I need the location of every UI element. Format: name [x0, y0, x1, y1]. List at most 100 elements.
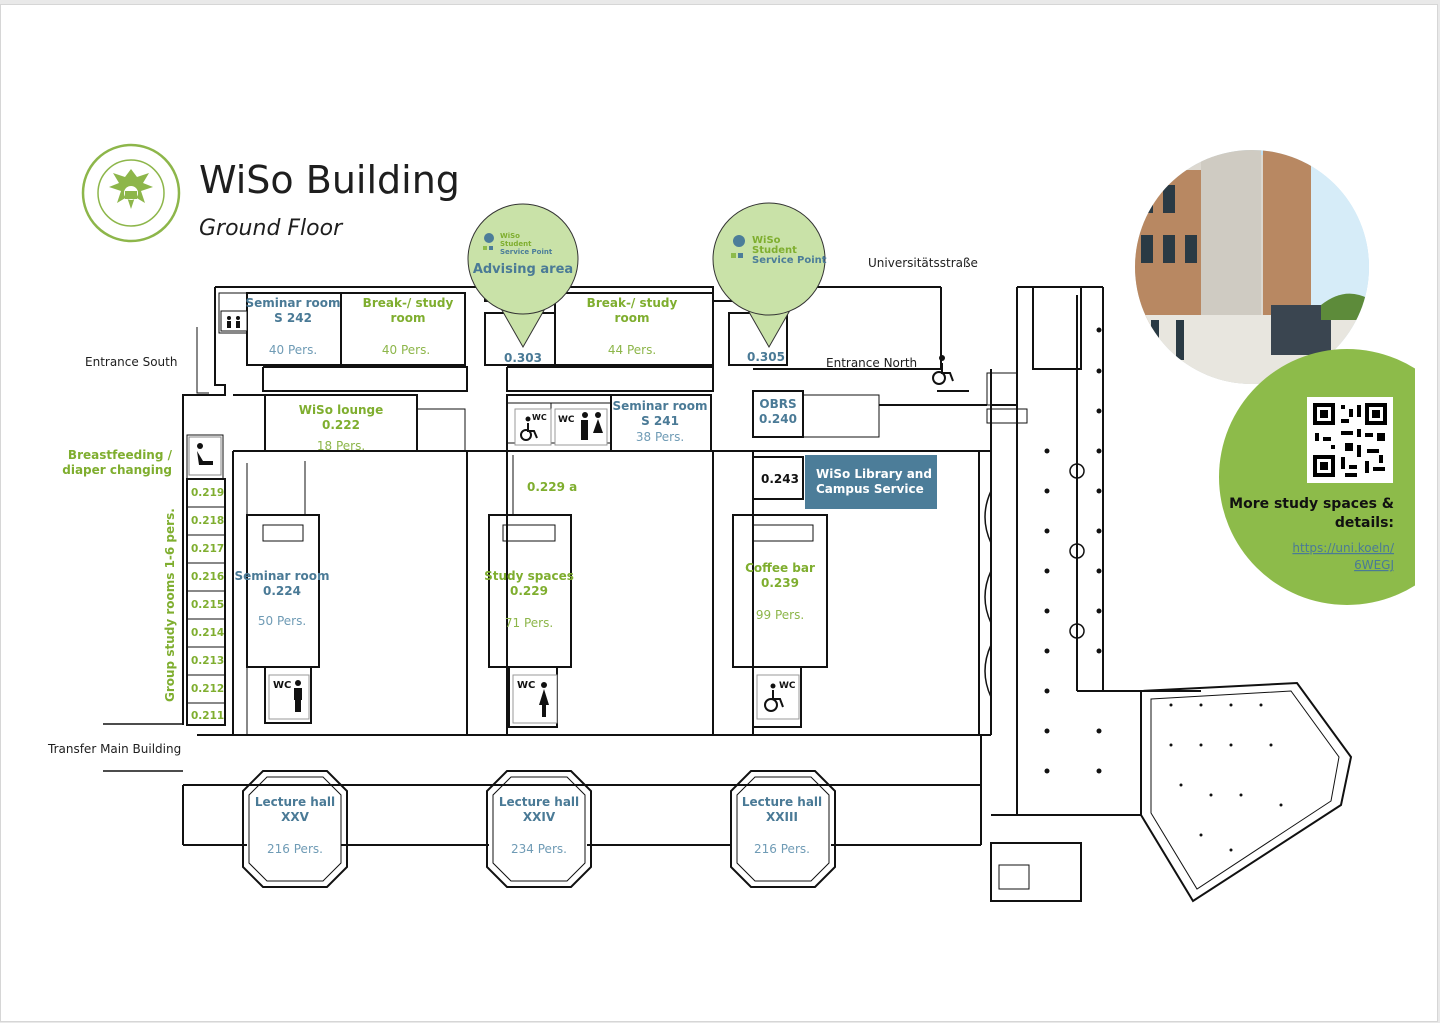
lecture-hall-capacity: 234 Pers.	[511, 842, 567, 856]
room-break1-line1: Break-/ study	[363, 296, 454, 310]
building-photo	[1135, 150, 1369, 384]
library-line2: Campus Service	[816, 482, 924, 496]
sp1-caption: Advising area	[473, 262, 573, 277]
room-coffee-capacity: 99 Pers.	[756, 608, 804, 622]
room-0229[interactable]: Study spaces 0.229 71 Pers.	[484, 569, 574, 630]
entrance-north-label: Entrance North	[826, 356, 917, 370]
baby-changing-icon	[188, 436, 222, 476]
accessible-wc-icon: WC	[514, 408, 552, 446]
library-box[interactable]: WiSo Library and Campus Service	[805, 455, 937, 509]
group-room-number: 0.219	[191, 487, 224, 499]
info-link-line2[interactable]: 6WEGJ	[1354, 558, 1394, 572]
room-break-1[interactable]: Break-/ study room 40 Pers.	[363, 296, 454, 357]
group-room-number: 0.211	[191, 710, 224, 722]
sp2-line3: Service Point	[752, 255, 827, 266]
info-text-line1: More study spaces &	[1229, 496, 1394, 512]
entrance-south-label: Entrance South	[85, 355, 177, 369]
info-text-line2: details:	[1335, 515, 1394, 531]
library-line1: WiSo Library and	[816, 467, 932, 481]
faculty-logo	[81, 143, 181, 243]
service-point-bubble-advising[interactable]: WiSo Student Service Point Advising area	[467, 203, 579, 349]
group-room-number: 0.217	[191, 543, 224, 555]
room-break2-capacity: 44 Pers.	[608, 343, 656, 357]
lecture-hall-number: XXIV	[523, 810, 556, 824]
service-point-bubble-main[interactable]: WiSo Student Service Point	[712, 202, 827, 349]
room-lounge-name: WiSo lounge	[299, 403, 384, 417]
svg-text:WC: WC	[273, 680, 291, 691]
lecture-hall-xxv[interactable]: Lecture hall XXV 216 Pers.	[255, 795, 335, 856]
wc-icon: WC	[268, 674, 310, 720]
room-0224-name: Seminar room	[234, 569, 329, 583]
elevator-icon	[220, 310, 248, 332]
room-coffee-name: Coffee bar	[745, 561, 815, 575]
east-curves	[984, 463, 1085, 698]
lecture-hall-name: Lecture hall	[255, 795, 335, 809]
room-s241[interactable]: Seminar room S 241 38 Pers.	[612, 399, 707, 444]
sp1-line1: WiSo	[500, 232, 520, 240]
lecture-hall-xxiii[interactable]: Lecture hall XXIII 216 Pers.	[742, 795, 822, 856]
accessible-wc-icon: WC	[756, 674, 800, 720]
room-obrs-name: OBRS	[759, 397, 796, 411]
lecture-hall-number: XXIII	[766, 810, 798, 824]
room-0229-capacity: 71 Pers.	[505, 616, 553, 630]
room-0303-number: 0.303	[504, 351, 542, 365]
group-room-number: 0.215	[191, 599, 224, 611]
room-lounge-number: 0.222	[322, 418, 360, 432]
room-0224-number: 0.224	[263, 584, 301, 598]
svg-text:WC: WC	[779, 681, 796, 691]
room-break2-line1: Break-/ study	[587, 296, 678, 310]
page-title: WiSo Building	[199, 158, 460, 202]
lecture-hall-capacity: 216 Pers.	[267, 842, 323, 856]
room-s241-capacity: 38 Pers.	[636, 430, 684, 444]
room-obrs[interactable]: OBRS 0.240	[759, 397, 797, 426]
sp1-line3: Service Point	[500, 248, 553, 256]
svg-text:WC: WC	[517, 680, 535, 691]
info-panel: More study spaces & details: https://uni…	[1219, 349, 1415, 605]
room-0243-number: 0.243	[761, 472, 799, 486]
room-s242-capacity: 40 Pers.	[269, 343, 317, 357]
breastfeeding-line1: Breastfeeding /	[68, 448, 173, 462]
room-coffee-number: 0.239	[761, 576, 799, 590]
room-0305-number: 0.305	[747, 350, 785, 364]
location-pin-icon	[731, 235, 745, 258]
lecture-hall-name: Lecture hall	[499, 795, 579, 809]
room-s242[interactable]: Seminar room S 242 40 Pers.	[245, 296, 340, 357]
room-0224[interactable]: Seminar room 0.224 50 Pers.	[234, 569, 329, 628]
room-break1-line2: room	[391, 311, 426, 325]
room-s242-number: S 242	[274, 311, 312, 325]
room-0229a-number: 0.229 a	[527, 480, 577, 494]
sp2-line1: WiSo	[752, 235, 781, 246]
sp1-line2: Student	[500, 240, 532, 248]
wc-icon: WC	[554, 408, 608, 446]
room-wiso-lounge[interactable]: WiSo lounge 0.222 18 Pers.	[299, 403, 384, 453]
floor-plan-canvas: WiSo Building Ground Floor	[47, 143, 1415, 903]
room-s242-name: Seminar room	[245, 296, 340, 310]
group-room-number: 0.212	[191, 683, 224, 695]
sp2-line2: Student	[752, 245, 797, 256]
room-0224-capacity: 50 Pers.	[258, 614, 306, 628]
room-break2-line2: room	[615, 311, 650, 325]
page-subtitle: Ground Floor	[199, 216, 344, 241]
column-dots	[1044, 327, 1283, 852]
street-label: Universitätsstraße	[868, 256, 978, 270]
lecture-hall-number: XXV	[281, 810, 310, 824]
room-0229-name: Study spaces	[484, 569, 574, 583]
svg-text:WC: WC	[532, 413, 547, 422]
room-s241-number: S 241	[641, 414, 679, 428]
qr-code[interactable]	[1307, 397, 1393, 483]
room-coffee-bar[interactable]: Coffee bar 0.239 99 Pers.	[745, 561, 815, 622]
room-break-2[interactable]: Break-/ study room 44 Pers.	[587, 296, 678, 357]
wc-icon: WC	[512, 674, 558, 724]
breastfeeding-line2: diaper changing	[62, 463, 172, 477]
group-room-number: 0.216	[191, 571, 224, 583]
floor-plan-page: WiSo Building Ground Floor	[0, 4, 1438, 1022]
lecture-hall-xxiv[interactable]: Lecture hall XXIV 234 Pers.	[499, 795, 579, 856]
room-s241-name: Seminar room	[612, 399, 707, 413]
group-study-rooms[interactable]: 0.219 0.218 0.217 0.216 0.215 0.214 0.21…	[191, 487, 224, 722]
lecture-hall-capacity: 216 Pers.	[754, 842, 810, 856]
room-obrs-number: 0.240	[759, 412, 797, 426]
room-break1-capacity: 40 Pers.	[382, 343, 430, 357]
group-rooms-label: Group study rooms 1-6 pers.	[163, 508, 177, 702]
info-link-line1[interactable]: https://uni.koeln/	[1292, 541, 1395, 555]
location-pin-icon	[483, 233, 494, 250]
